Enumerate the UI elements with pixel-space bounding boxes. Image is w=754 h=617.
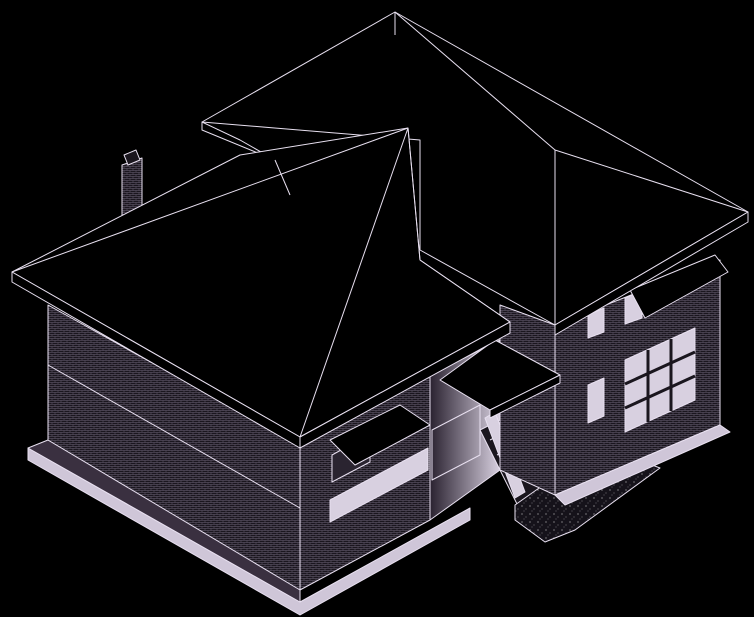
- roof-hip: [394, 11, 556, 151]
- right-wall-base: [554, 424, 731, 506]
- basement-windows: [329, 447, 429, 523]
- lower-window: [587, 377, 605, 424]
- roof-valley: [419, 259, 511, 323]
- main-roof-fascia-right: [299, 321, 511, 449]
- window-muntins: [624, 339, 696, 422]
- roof-hip: [11, 127, 409, 273]
- roof-valley: [407, 127, 421, 261]
- roof-hip: [554, 149, 749, 213]
- roof-valley: [274, 159, 291, 196]
- upper-roof-fascia-right: [554, 211, 749, 336]
- right-awning: [629, 254, 729, 319]
- roof-hip: [299, 127, 409, 438]
- porch-fascia: [489, 374, 561, 419]
- chimney-cap: [123, 149, 141, 166]
- side-awning: [329, 404, 431, 466]
- porch-railing: [431, 404, 481, 481]
- wall-band: [47, 364, 301, 509]
- upper-window-1: [587, 307, 605, 339]
